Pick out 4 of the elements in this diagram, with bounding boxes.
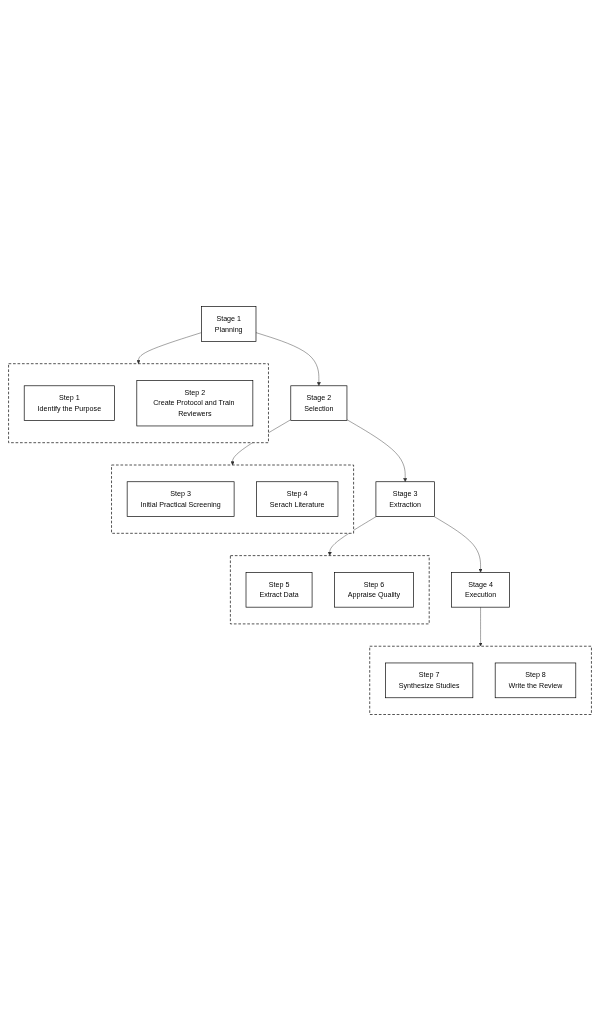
- cluster: [8, 363, 269, 444]
- cluster: [111, 465, 354, 535]
- cluster: [369, 646, 592, 716]
- cluster: [230, 555, 430, 625]
